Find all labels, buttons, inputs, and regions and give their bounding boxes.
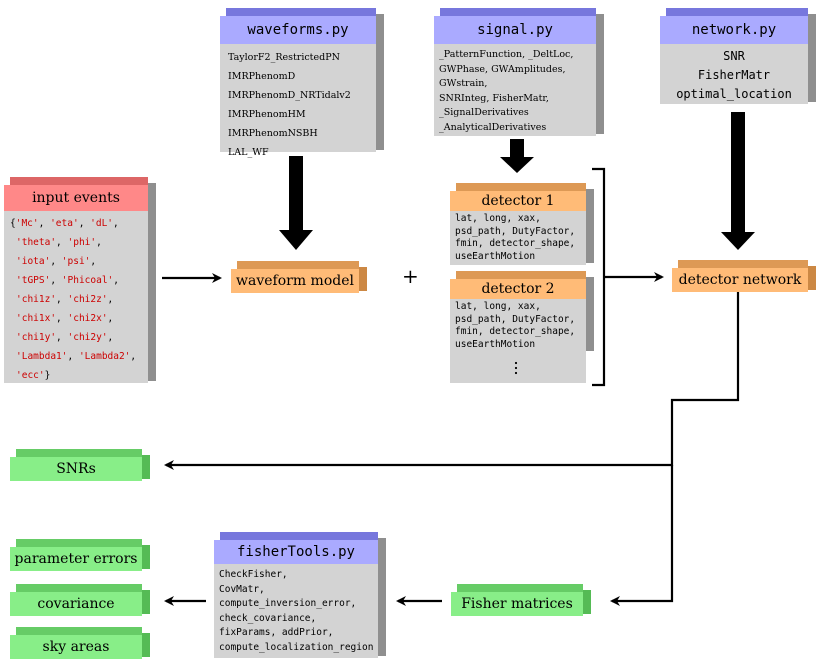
list-item: IMRPhenomD bbox=[228, 71, 296, 82]
list-item: IMRPhenomD_NRTidalv2 bbox=[228, 90, 351, 101]
list-item: LAL_WF bbox=[228, 147, 269, 158]
waveform-model-box: waveform model bbox=[231, 261, 367, 293]
input-events-title: input events bbox=[4, 185, 148, 211]
list-item: useEarthMotion bbox=[455, 338, 536, 350]
signal-list: _PatternFunction, _DeltLoc, GWPhase, GWA… bbox=[434, 44, 596, 139]
list-item: SNRInteg, FisherMatr, bbox=[439, 92, 549, 104]
list-item: _AnalyticalDerivatives bbox=[439, 121, 547, 133]
list-item: CovMatr, bbox=[219, 583, 265, 595]
detector-2-params: lat, long, xax, psd_path, DutyFactor, fm… bbox=[450, 299, 586, 353]
list-item: psd_path, DutyFactor, bbox=[455, 313, 576, 325]
detector-1-title: detector 1 bbox=[450, 191, 586, 211]
list-item: psd_path, DutyFactor, bbox=[455, 225, 576, 237]
list-item: _SignalDerivatives bbox=[439, 107, 529, 118]
list-item: 'Lambda1', 'Lambda2', bbox=[16, 351, 137, 362]
list-item: 'iota', 'psi', bbox=[16, 256, 97, 267]
detector-network-label: detector network bbox=[672, 268, 808, 292]
plus-sign: + bbox=[402, 264, 419, 288]
list-item: {'Mc', 'eta', 'dL', bbox=[10, 218, 119, 229]
list-item: 'ecc'} bbox=[16, 370, 51, 381]
detector-2-title: detector 2 bbox=[450, 279, 586, 299]
input-events-box: input events {'Mc', 'eta', 'dL', 'theta'… bbox=[4, 177, 156, 383]
signal-down-arrow bbox=[500, 139, 534, 173]
list-item: compute_inversion_error, bbox=[219, 598, 357, 609]
signal-title: signal.py bbox=[434, 16, 596, 44]
waveforms-module: waveforms.py TaylorF2_RestrictedPN IMRPh… bbox=[220, 8, 384, 158]
list-item: _PatternFunction, _DeltLoc, bbox=[439, 49, 574, 60]
list-item: FisherMatr bbox=[697, 68, 771, 82]
list-item: TaylorF2_RestrictedPN bbox=[228, 52, 340, 63]
list-item: lat, long, xax, bbox=[455, 213, 541, 224]
list-item: IMRPhenomNSBH bbox=[228, 128, 318, 139]
list-item: 'chi1y', 'chi2y', bbox=[16, 332, 114, 343]
waveforms-down-arrow bbox=[279, 156, 313, 250]
fisher-matrices-label: Fisher matrices bbox=[451, 592, 583, 616]
list-item: GWstrain, bbox=[439, 78, 488, 89]
list-item: compute_localization_region bbox=[219, 641, 374, 653]
sky-areas-box: sky areas bbox=[10, 627, 150, 659]
detector-1-params: lat, long, xax, psd_path, DutyFactor, fm… bbox=[450, 211, 586, 265]
list-item: SNR bbox=[723, 49, 745, 63]
network-title: network.py bbox=[660, 16, 808, 44]
list-item: useEarthMotion bbox=[455, 250, 536, 262]
list-item: 'theta', 'phi', bbox=[16, 237, 102, 248]
network-to-snrs-line bbox=[164, 289, 740, 470]
covariance-box: covariance bbox=[10, 584, 150, 616]
network-to-fisher-line bbox=[610, 465, 674, 606]
sky-areas-label: sky areas bbox=[10, 635, 142, 659]
list-item: lat, long, xax, bbox=[455, 301, 541, 312]
snrs-label: SNRs bbox=[10, 457, 142, 481]
waveforms-list: TaylorF2_RestrictedPN IMRPhenomD IMRPhen… bbox=[220, 44, 376, 166]
fisher-matrices-box: Fisher matrices bbox=[451, 584, 591, 616]
waveforms-title: waveforms.py bbox=[220, 16, 376, 44]
signal-module: signal.py _PatternFunction, _DeltLoc, GW… bbox=[434, 8, 604, 136]
detector-network-box: detector network bbox=[672, 260, 816, 292]
list-item: fmin, detector_shape, bbox=[455, 238, 576, 249]
network-list: SNR FisherMatr optimal_location bbox=[660, 44, 808, 104]
detectors-more-box bbox=[450, 353, 586, 383]
snrs-box: SNRs bbox=[10, 449, 150, 481]
fishertools-list: CheckFisher, CovMatr, compute_inversion_… bbox=[214, 564, 378, 659]
fishertools-module: fisherTools.py CheckFisher, CovMatr, com… bbox=[214, 532, 386, 658]
list-item: fixParams, addPrior, bbox=[219, 627, 334, 638]
input-events-list: {'Mc', 'eta', 'dL', 'theta', 'phi', 'iot… bbox=[4, 211, 148, 388]
list-item: check_covariance, bbox=[219, 612, 317, 624]
waveform-model-label: waveform model bbox=[231, 269, 359, 293]
covariance-label: covariance bbox=[10, 592, 142, 616]
list-item: GWPhase, GWAmplitudes, bbox=[439, 63, 566, 75]
network-down-arrow bbox=[721, 112, 755, 250]
parameter-errors-box: parameter errors bbox=[10, 539, 150, 571]
list-item: CheckFisher, bbox=[219, 569, 288, 580]
network-module: network.py SNR FisherMatr optimal_locati… bbox=[660, 8, 816, 104]
detector-1-box: detector 1 lat, long, xax, psd_path, Dut… bbox=[450, 183, 594, 265]
list-item: fmin, detector_shape, bbox=[455, 326, 576, 337]
parameter-errors-label: parameter errors bbox=[10, 547, 142, 571]
vertical-ellipsis-icon bbox=[514, 361, 518, 375]
list-item: IMRPhenomHM bbox=[228, 109, 306, 120]
list-item: 'chi1x', 'chi2x', bbox=[16, 313, 114, 324]
detector-2-box: detector 2 lat, long, xax, psd_path, Dut… bbox=[450, 271, 594, 353]
fishertools-title: fisherTools.py bbox=[214, 540, 378, 564]
list-item: 'tGPS', 'Phicoal', bbox=[16, 275, 119, 286]
list-item: 'chi1z', 'chi2z', bbox=[16, 294, 114, 305]
list-item: optimal_location bbox=[676, 87, 792, 101]
